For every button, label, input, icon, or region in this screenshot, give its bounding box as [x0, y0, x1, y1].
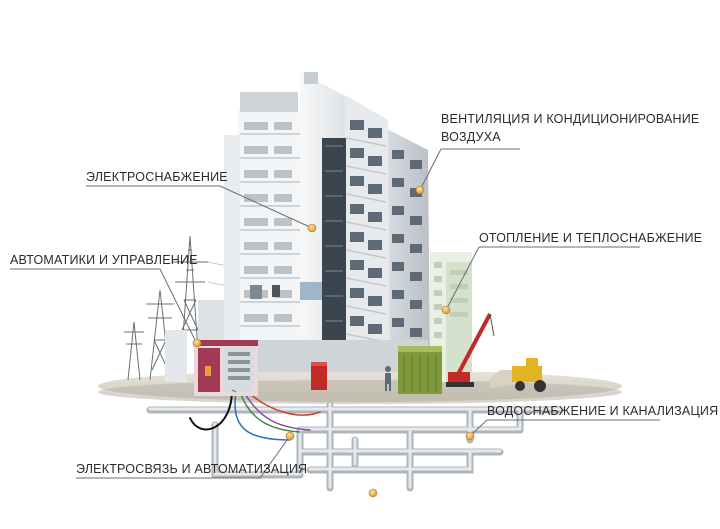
callout-dot-icon	[286, 432, 294, 440]
electrical-cabinet	[194, 340, 258, 396]
label-power-supply: ЭЛЕКТРОСНАБЖЕНИЕ	[86, 168, 228, 186]
label-ventilation-line2: ВОЗДУХА	[441, 128, 699, 146]
callout-dot-icon	[308, 224, 316, 232]
red-equipment-unit	[311, 362, 327, 390]
callout-dot-icon	[466, 432, 474, 440]
label-heating: ОТОПЛЕНИЕ И ТЕПЛОСНАБЖЕНИЕ	[479, 229, 702, 247]
callout-dot-icon	[416, 186, 424, 194]
label-water-sewage: ВОДОСНАБЖЕНИЕ И КАНАЛИЗАЦИЯ	[487, 402, 718, 420]
heating-substation	[398, 346, 442, 394]
label-automation-control: АВТОМАТИКИ И УПРАВЛЕНИЕ	[10, 251, 198, 269]
callout-dot-icon	[369, 489, 377, 497]
apartment-building	[224, 72, 430, 372]
callout-dot-icon	[442, 306, 450, 314]
label-ventilation-line1: ВЕНТИЛЯЦИЯ И КОНДИЦИОНИРОВАНИЕ	[441, 110, 699, 128]
label-ventilation: ВЕНТИЛЯЦИЯ И КОНДИЦИОНИРОВАНИЕ ВОЗДУХА	[441, 110, 699, 146]
label-telecom-automation: ЭЛЕКТРОСВЯЗЬ И АВТОМАТИЗАЦИЯ	[76, 460, 307, 478]
callout-dot-icon	[193, 339, 201, 347]
